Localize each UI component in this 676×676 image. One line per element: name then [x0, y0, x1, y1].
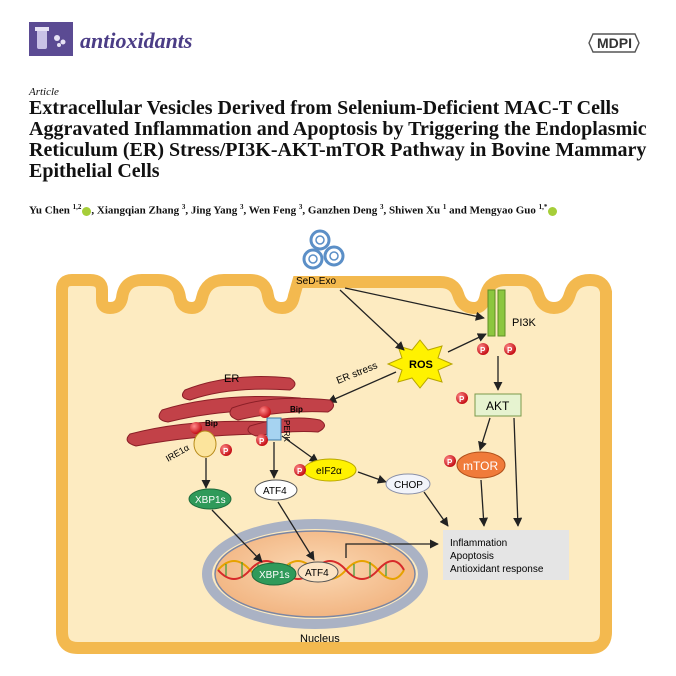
xbp1s-nucleus-label: XBP1s: [259, 570, 290, 581]
author-affiliation: 3: [298, 203, 303, 211]
mtor-icon: [456, 451, 506, 479]
author-name: Xiangqian Zhang: [96, 204, 182, 217]
arrow-mtor-to-outcome: [478, 479, 489, 527]
arrow-exo-to-ros: [339, 289, 405, 351]
phospho-icon: [456, 392, 468, 404]
author-affiliation: 3: [181, 203, 186, 211]
author-affiliation: 3: [239, 203, 244, 211]
phospho-icon: [294, 464, 306, 476]
arrow-nucleus-to-outcome: [345, 539, 439, 558]
arrow-eif2a-to-chop: [357, 471, 387, 484]
ire1a-icon: [193, 430, 217, 458]
arrow-xbp1s-to-nucleus: [211, 509, 263, 563]
svg-text:P: P: [459, 395, 465, 404]
perk-label: PERK: [282, 420, 291, 442]
graphical-abstract: SeD-Exo PI3K P P ROS ER stress ER Bip IR…: [56, 229, 612, 654]
xbp1s-label: XBP1s: [195, 495, 226, 506]
author-name: Jing Yang: [190, 204, 240, 217]
publisher-name: MDPI: [597, 35, 632, 51]
arrow-atf4-to-nucleus: [277, 501, 315, 561]
orcid-icon[interactable]: [548, 206, 558, 216]
ros-starburst-icon: [386, 339, 454, 389]
xbp1s-nucleus-icon: [251, 562, 297, 586]
outcome-inflammation: Inflammation: [450, 538, 507, 549]
arrow-akt-to-mtor: [478, 417, 491, 451]
author-affiliation: 1,*: [538, 203, 548, 211]
atf4-icon: [254, 479, 298, 501]
author-affiliation: 1,2: [72, 203, 82, 211]
akt-box: [474, 393, 522, 417]
pi3k-label: PI3K: [512, 317, 537, 329]
outcome-box: [443, 530, 569, 580]
pi3k-receptor-icon: [487, 289, 506, 337]
author-name: Mengyao Guo: [469, 204, 539, 217]
outcome-antioxidant: Antioxidant response: [450, 564, 544, 575]
akt-label: AKT: [486, 399, 510, 413]
svg-text:P: P: [480, 346, 486, 355]
article-type: Article: [29, 86, 59, 98]
page-header: antioxidants MDPI: [0, 0, 676, 70]
mtor-label: mTOR: [463, 459, 498, 473]
svg-text:P: P: [223, 447, 229, 456]
phospho-icon: [477, 343, 489, 355]
eif2a-label: eIF2α: [316, 466, 342, 477]
arrow-ros-to-er: [327, 371, 397, 403]
phospho-icon: [256, 434, 268, 446]
atf4-nucleus-icon: [297, 561, 339, 583]
atf4-nucleus-label: ATF4: [305, 568, 329, 579]
author-affiliation: 3: [380, 203, 384, 211]
author-name: Ganzhen Deng: [307, 204, 381, 217]
author-name: Shiwen Xu: [389, 204, 443, 217]
ros-label: ROS: [409, 359, 433, 371]
outcome-apoptosis: Apoptosis: [450, 551, 494, 562]
nucleus-label: Nucleus: [300, 633, 340, 645]
svg-text:P: P: [507, 346, 513, 355]
orcid-icon[interactable]: [82, 206, 92, 216]
journal-name: antioxidants: [80, 28, 193, 53]
publisher-logo: [588, 33, 640, 53]
author-name: Wen Feng: [248, 204, 299, 217]
article-title: Extracellular Vesicles Derived from Sele…: [29, 97, 647, 182]
svg-text:P: P: [447, 458, 453, 467]
author-affiliation: 1: [442, 203, 447, 211]
er-label: ER: [224, 373, 239, 385]
phospho-icon: [220, 444, 232, 456]
bip-right-label: Bip: [290, 405, 303, 414]
chop-icon: [385, 473, 431, 495]
arrow-ros-to-pi3k: [447, 333, 487, 353]
sed-exo-label: SeD-Exo: [296, 276, 336, 287]
perk-icon: [266, 417, 282, 441]
author-name: Yu Chen: [29, 204, 73, 217]
arrow-akt-to-outcome: [513, 417, 523, 527]
journal-logo: [29, 22, 73, 56]
bip-left-label: Bip: [205, 419, 218, 428]
bip-icon: [190, 422, 202, 434]
chop-label: CHOP: [394, 480, 423, 491]
bip-icon: [259, 406, 271, 418]
xbp1s-icon: [188, 488, 232, 510]
atf4-label: ATF4: [263, 486, 287, 497]
phospho-icon: [504, 343, 516, 355]
phospho-icon: [444, 455, 456, 467]
nucleus-envelope: [202, 519, 428, 629]
arrow-perk-to-eif2a: [281, 435, 319, 463]
author-list: Yu Chen 1,2, Xiangqian Zhang 3, Jing Yan…: [29, 203, 669, 217]
vesicle-cluster-icon: [302, 229, 345, 270]
arrow-exo-to-pi3k: [344, 287, 485, 321]
arrow-chop-to-outcome: [423, 491, 449, 527]
svg-text:P: P: [259, 437, 265, 446]
svg-text:P: P: [297, 467, 303, 476]
